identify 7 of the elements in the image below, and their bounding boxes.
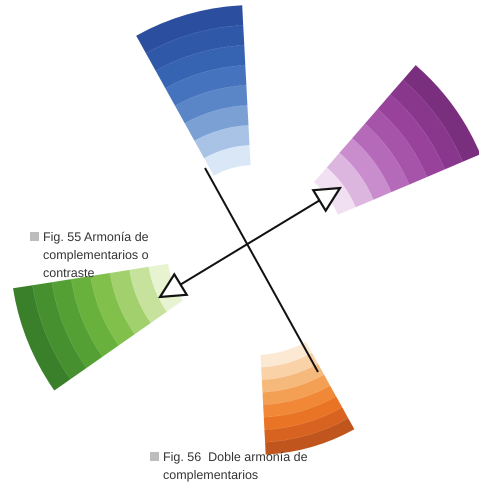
color-wedge	[314, 65, 479, 215]
figure-caption: Fig. 55 Armonía de complementarios o contraste	[43, 229, 150, 282]
figure-caption: Fig. 56 Doble armonía de complementarios	[163, 449, 309, 484]
connector-line	[204, 168, 319, 372]
arrow	[158, 186, 342, 298]
color-wedge	[136, 5, 251, 176]
color-wedge	[13, 264, 183, 390]
